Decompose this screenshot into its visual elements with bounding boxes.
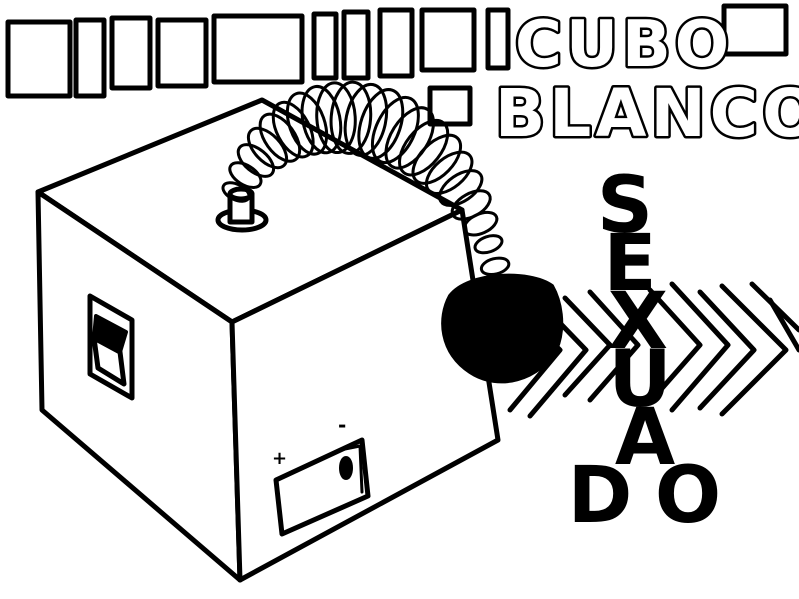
spring-loop [221, 181, 251, 203]
black-ball [441, 273, 564, 384]
spring-loop [315, 81, 357, 155]
spring-loop [462, 210, 499, 237]
spring-loop [228, 161, 263, 189]
spring-loop [370, 95, 420, 165]
vertical-letter: X [608, 277, 668, 367]
title-box-11 [721, 3, 789, 57]
spring-loop [398, 119, 450, 177]
title-box-4 [155, 17, 209, 89]
title-box-8 [377, 7, 415, 79]
title-box-3 [109, 15, 153, 91]
spring-loop [343, 82, 389, 157]
title-row-boxes [5, 3, 789, 127]
spring-loop [357, 88, 405, 160]
spring-loop [479, 256, 511, 277]
vertical-letter: D [568, 451, 633, 541]
spring-loop [438, 169, 484, 207]
title-box-6 [311, 11, 339, 81]
title-box-2 [73, 17, 107, 99]
spring-loop [473, 234, 504, 255]
spring-loop [329, 80, 373, 155]
vertical-letter: E [603, 219, 656, 309]
title-box-10 [485, 7, 511, 71]
title-box-1 [5, 19, 73, 99]
spring-loop [411, 133, 463, 185]
title-word-blanco: BLANCO [495, 75, 799, 152]
vertical-letter: U [608, 335, 671, 425]
battery-terminal-icon [339, 456, 353, 480]
vertical-letter: O [655, 451, 721, 541]
title-box-5 [211, 13, 305, 85]
title-word-cubo: CUBO [515, 8, 733, 82]
battery-plus-label: + [272, 448, 287, 469]
toggle-switch-lower [91, 335, 127, 387]
spring-loop [424, 150, 474, 195]
spring-loop [246, 126, 289, 170]
title-box-12 [427, 85, 473, 127]
spring-loop [236, 143, 276, 178]
battery-minus-label: - [338, 413, 346, 437]
spring-loop [271, 100, 315, 159]
spring-loop [285, 91, 329, 156]
spring-loop [300, 84, 343, 155]
vertical-letter: S [597, 161, 653, 251]
title-box-7 [341, 9, 371, 81]
vertical-letter: A [615, 393, 675, 483]
title-box-9 [419, 7, 477, 73]
